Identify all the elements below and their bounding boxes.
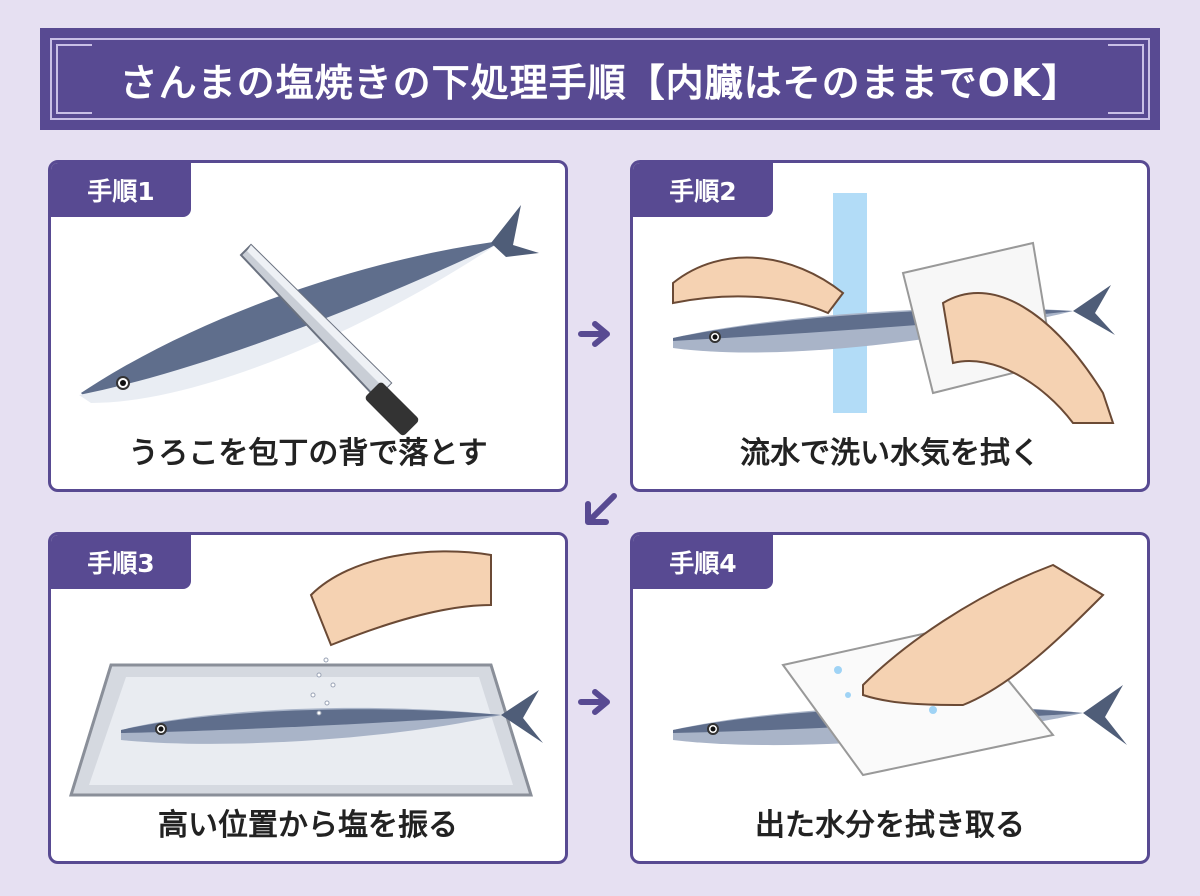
patting-dry-illustration <box>673 563 1127 777</box>
scaling-fish-with-knife-illustration <box>79 205 539 436</box>
step-label: 手順3 <box>51 535 191 589</box>
water-drops-icon <box>834 666 937 714</box>
arrow-right-icon <box>578 321 610 347</box>
step-caption: うろこを包丁の背で落とす <box>128 436 488 471</box>
step-caption: 流水で洗い水気を拭く <box>740 436 1040 471</box>
step-card-3: 手順3 高い位置から塩を振る <box>48 532 568 864</box>
step-card-2: 手順2 流水で洗い水気を拭く <box>630 160 1150 492</box>
hand-pinching-salt-icon <box>309 550 492 647</box>
banner-frame <box>50 38 1150 120</box>
salting-fish-illustration <box>68 550 543 797</box>
step-card-4: 手順4 出た水分を拭き取る <box>630 532 1150 864</box>
salt-grains-icon <box>310 657 336 716</box>
step-label: 手順2 <box>633 163 773 217</box>
knife-icon <box>239 243 419 436</box>
hand-icon <box>862 563 1105 707</box>
arrow-down-left-icon <box>585 493 617 525</box>
banner-corner-ornament <box>56 78 92 114</box>
saury-fish-icon <box>121 690 543 744</box>
step-label: 手順4 <box>633 535 773 589</box>
right-hand-icon <box>941 292 1115 424</box>
water-stream-icon <box>833 193 867 413</box>
washing-fish-illustration <box>672 193 1115 424</box>
saury-fish-icon <box>79 205 539 403</box>
step-label: 手順1 <box>51 163 191 217</box>
left-hand-icon <box>672 256 845 315</box>
banner-corner-ornament <box>1108 44 1144 80</box>
step-card-1: 手順1 うろこを包丁の背で落とす <box>48 160 568 492</box>
step-caption: 高い位置から塩を振る <box>158 808 458 843</box>
banner-corner-ornament <box>56 44 92 80</box>
title-banner: さんまの塩焼きの下処理手順【内臓はそのままでOK】 <box>40 28 1160 130</box>
page-title: さんまの塩焼きの下処理手順【内臓はそのままでOK】 <box>119 60 1081 105</box>
arrow-right-icon <box>578 689 610 715</box>
step-caption: 出た水分を拭き取る <box>755 808 1025 843</box>
banner-corner-ornament <box>1108 78 1144 114</box>
